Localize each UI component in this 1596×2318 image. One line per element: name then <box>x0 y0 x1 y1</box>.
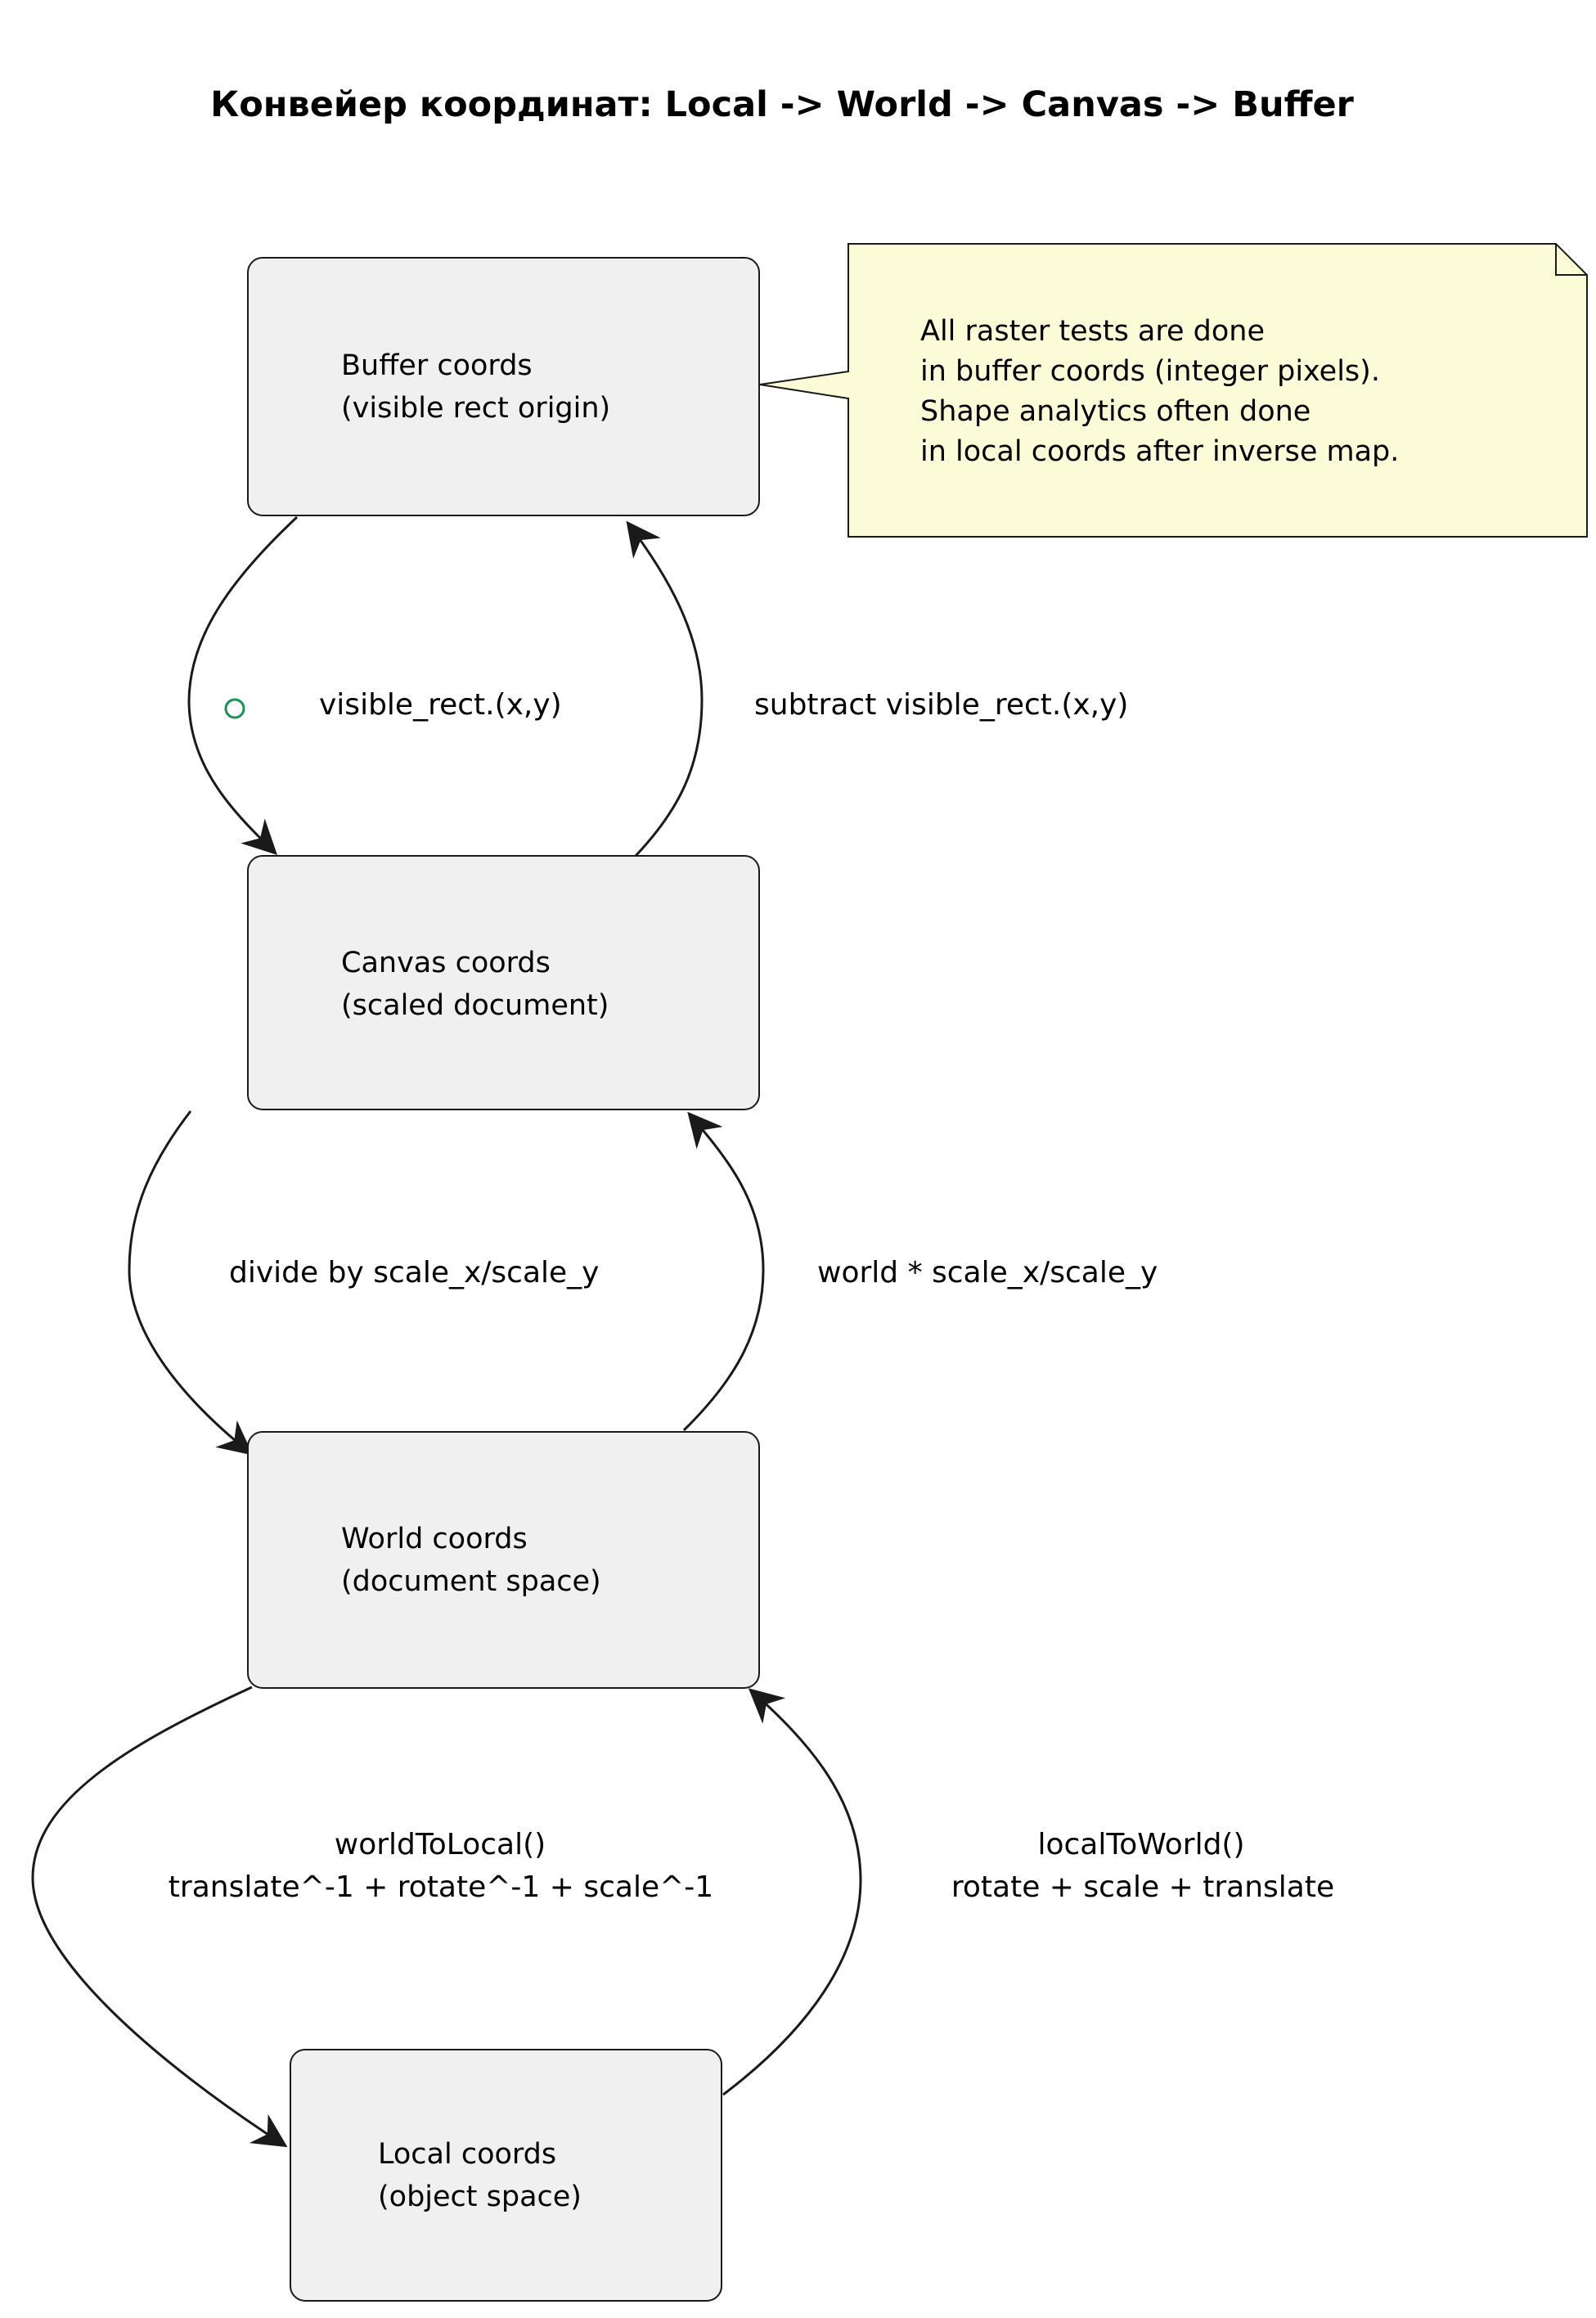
diagram-title: Конвейер координат: Local -> World -> Ca… <box>210 84 1354 125</box>
world-node-label-line1: World coords <box>341 1523 528 1555</box>
edge-world-to-local <box>31 1686 288 2148</box>
edge-label-buffer-to-canvas: visible_rect.(x,y) <box>319 688 562 722</box>
buffer-node <box>247 257 760 516</box>
local-node <box>290 2049 722 2302</box>
note-text-line3: Shape analytics often done <box>920 395 1311 428</box>
note-text-line1: All raster tests are done <box>920 315 1265 348</box>
local-node-label-line2: (object space) <box>378 2181 582 2213</box>
edge-label-local-to-world-line2: rotate + scale + translate <box>951 1870 1334 1904</box>
canvas-node-label-line2: (scaled document) <box>341 989 609 1022</box>
world-node-label-line2: (document space) <box>341 1565 601 1598</box>
edge-canvas-to-world <box>128 1110 254 1456</box>
buffer-node-label-line2: (visible rect origin) <box>341 392 610 425</box>
edge-label-world-to-canvas: world * scale_x/scale_y <box>817 1256 1158 1290</box>
green-circle-marker <box>224 698 245 719</box>
note-text-line4: in local coords after inverse map. <box>920 435 1399 468</box>
local-node-label-line1: Local coords <box>378 2138 556 2171</box>
edge-label-local-to-world-line1: localToWorld() <box>1037 1828 1244 1861</box>
edge-label-world-to-local-line1: worldToLocal() <box>335 1828 546 1861</box>
edge-label-canvas-to-world: divide by scale_x/scale_y <box>229 1256 599 1290</box>
canvas-node-label-line1: Canvas coords <box>341 947 551 979</box>
note-folded-corner-icon <box>1555 244 1587 276</box>
note-bubble <box>759 243 1588 538</box>
edge-local-to-world <box>722 1688 862 2096</box>
canvas-node <box>247 855 760 1110</box>
world-node <box>247 1431 760 1689</box>
edge-label-canvas-to-buffer: subtract visible_rect.(x,y) <box>754 688 1128 722</box>
note-text-line2: in buffer coords (integer pixels). <box>920 355 1380 388</box>
buffer-node-label-line1: Buffer coords <box>341 349 533 382</box>
edge-canvas-to-buffer <box>626 520 704 857</box>
edge-label-world-to-local-line2: translate^-1 + rotate^-1 + scale^-1 <box>169 1870 713 1904</box>
edge-buffer-to-canvas <box>187 515 299 855</box>
edge-world-to-canvas <box>682 1111 765 1432</box>
